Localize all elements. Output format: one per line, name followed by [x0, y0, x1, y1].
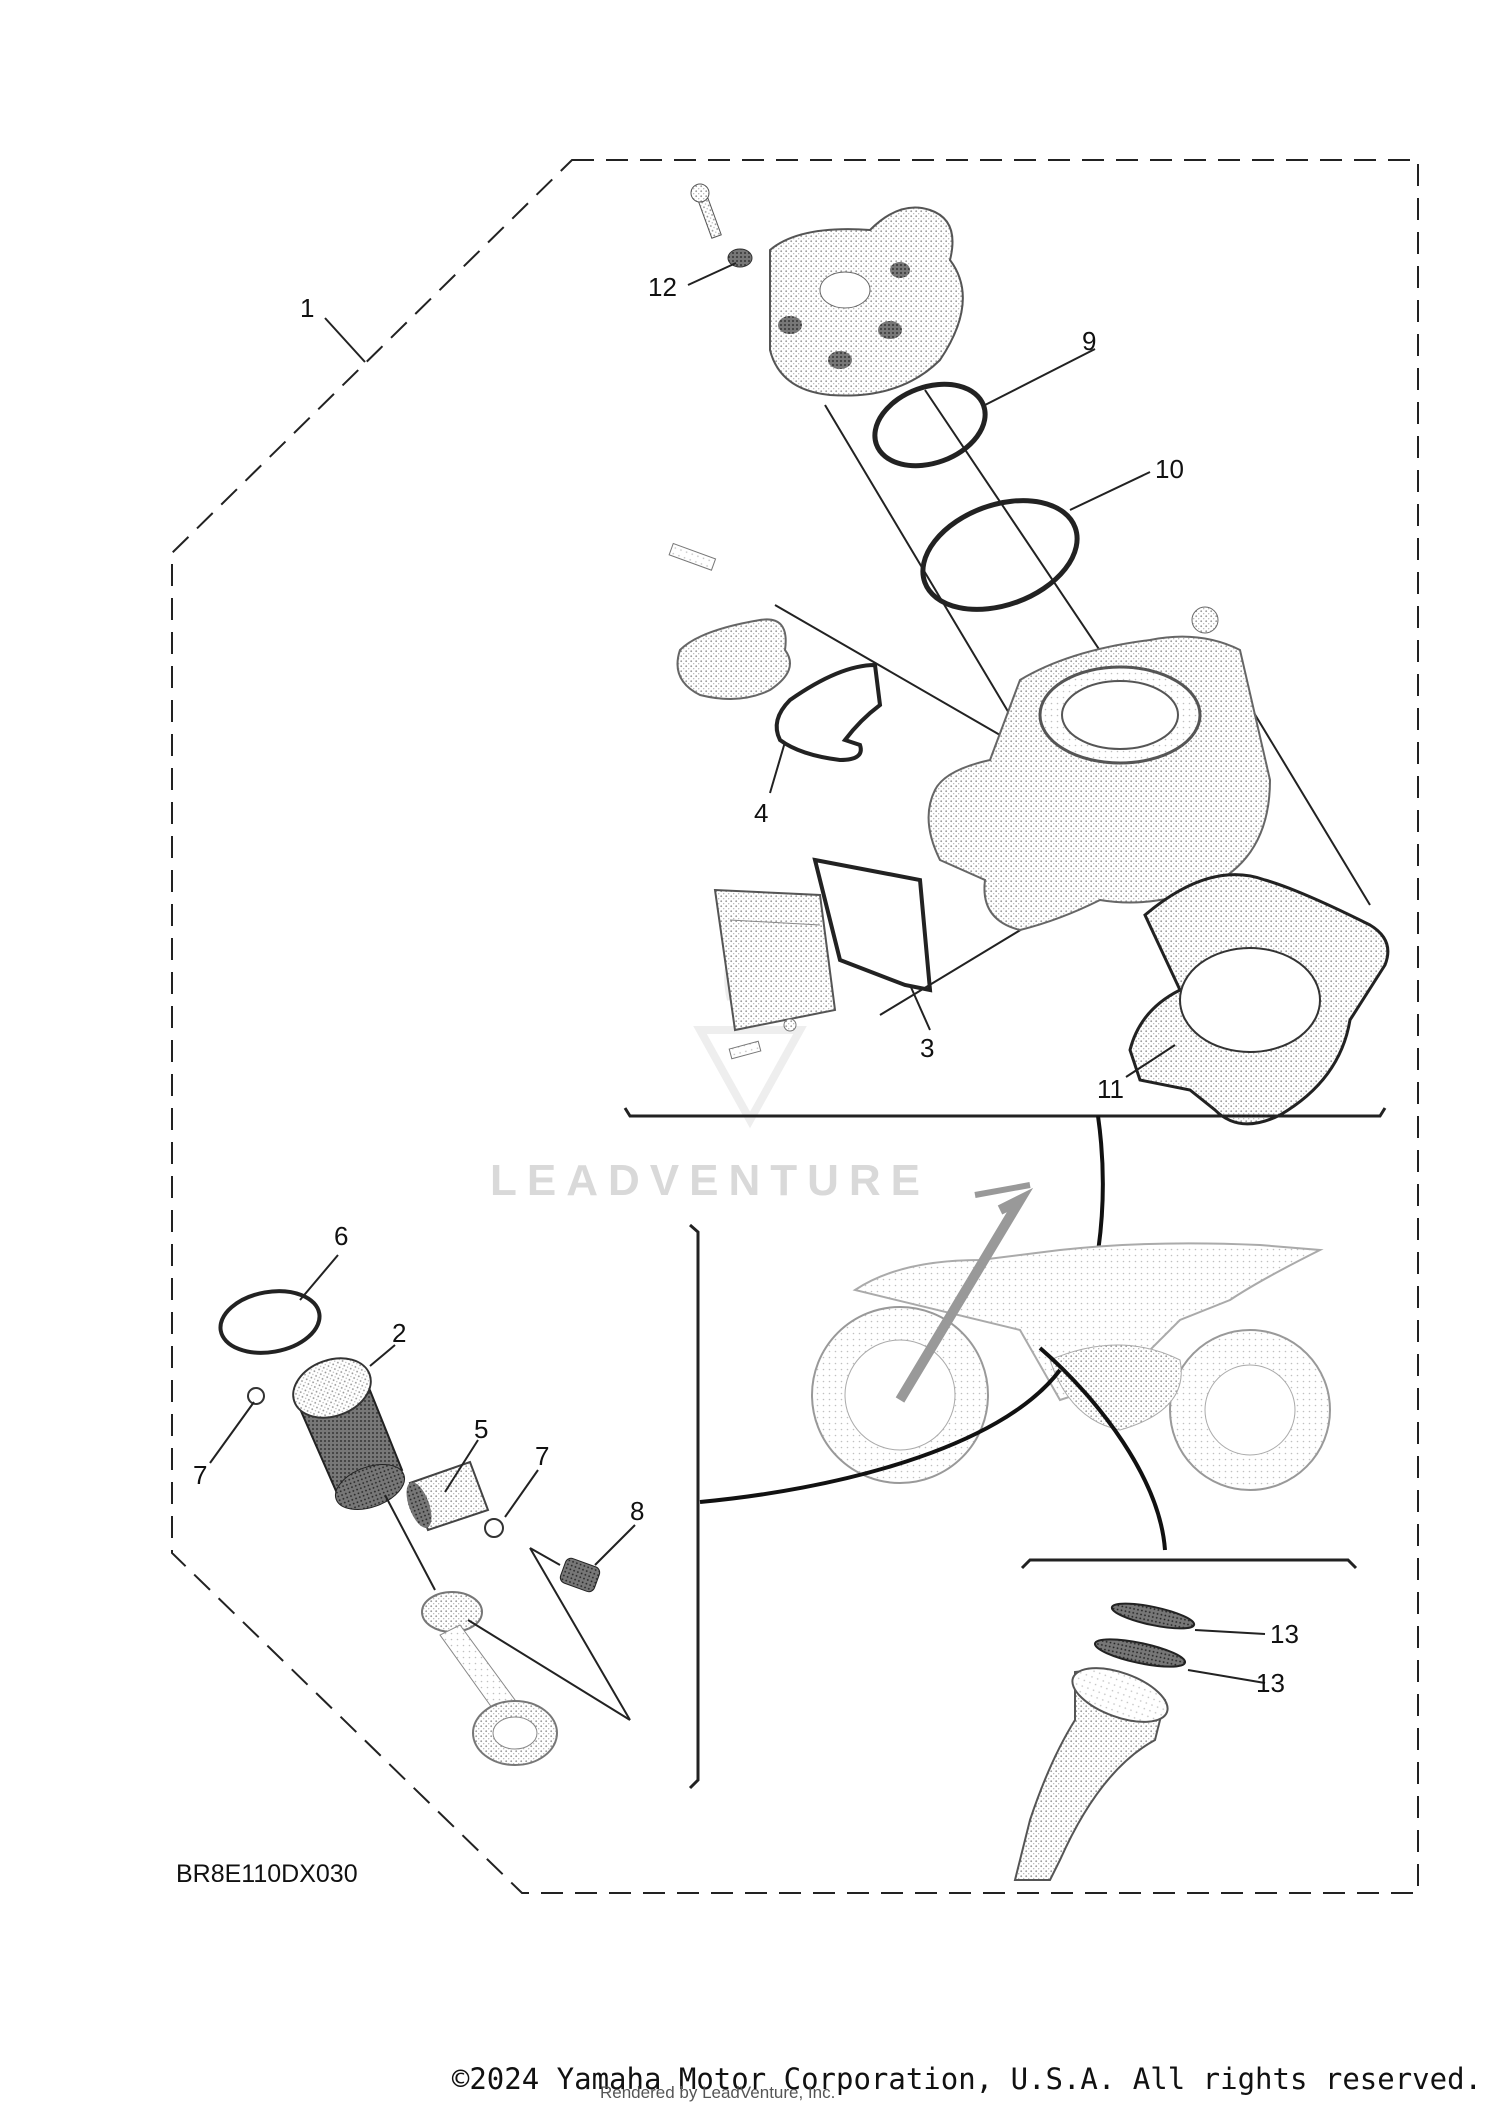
upper-group-bracket	[623, 1107, 1387, 1118]
callout-13-lower: 13	[1256, 1668, 1285, 1698]
copyright-notice: ©2024 Yamaha Motor Corporation, U.S.A. A…	[451, 2062, 1482, 2096]
intake-bracket	[1020, 1558, 1358, 1570]
cylinder-body	[927, 606, 1272, 932]
motorcycle-illustration	[811, 1182, 1331, 1491]
piston	[292, 1357, 406, 1510]
callout-3: 3	[920, 1033, 934, 1063]
ring-13-upper	[1110, 1602, 1196, 1630]
bearing-8	[559, 1557, 601, 1593]
circlip-7-left	[247, 1387, 265, 1405]
callout-10: 10	[1155, 454, 1184, 484]
diagram-code: BR8E110DX030	[176, 1860, 358, 1888]
callout-9: 9	[1082, 326, 1096, 356]
callout-2: 2	[392, 1318, 406, 1348]
piston-pin-5	[406, 1460, 490, 1532]
gasket-3	[812, 857, 933, 993]
exhaust-flange	[668, 542, 791, 700]
callout-8: 8	[630, 1496, 644, 1526]
callout-12: 12	[648, 272, 677, 302]
ring-13-lower	[1093, 1638, 1187, 1668]
leader-bike-to-intake	[1038, 1346, 1167, 1551]
callout-4: 4	[754, 798, 768, 828]
callout-6: 6	[334, 1221, 348, 1251]
callout-leaders	[209, 262, 1266, 1684]
callout-7-left: 7	[193, 1460, 207, 1490]
reed-valve	[713, 888, 837, 1032]
callout-5: 5	[474, 1414, 488, 1444]
piston-group-bracket	[688, 1223, 700, 1790]
callout-13-upper: 13	[1270, 1619, 1299, 1649]
circlip-7-right	[484, 1518, 504, 1538]
connecting-rod	[421, 1591, 558, 1766]
gasket-4	[774, 662, 883, 763]
head-bolt	[690, 183, 753, 268]
leader-bike-to-piston	[699, 1368, 1062, 1504]
rendered-by-notice: Rendered by LeadVenture, Inc.	[600, 2083, 836, 2102]
callout-labels: 1 2 3 4 5 6 7 7 8 9 10 11 12 13 13	[193, 272, 1299, 1698]
watermark-text: LEADVENTURE	[490, 1156, 930, 1205]
intake-boot	[1013, 1667, 1169, 1881]
kit-boundary-dashed	[171, 159, 1419, 1894]
callout-11: 11	[1097, 1074, 1124, 1104]
o-ring-9	[872, 381, 988, 469]
o-ring-10	[920, 498, 1080, 612]
piston-ring-6	[218, 1289, 322, 1355]
reed-bolts	[728, 1018, 797, 1060]
callout-1: 1	[300, 293, 314, 323]
piston-group-lines	[384, 1494, 631, 1721]
callout-7-right: 7	[535, 1441, 549, 1471]
cylinder-head	[769, 206, 964, 397]
